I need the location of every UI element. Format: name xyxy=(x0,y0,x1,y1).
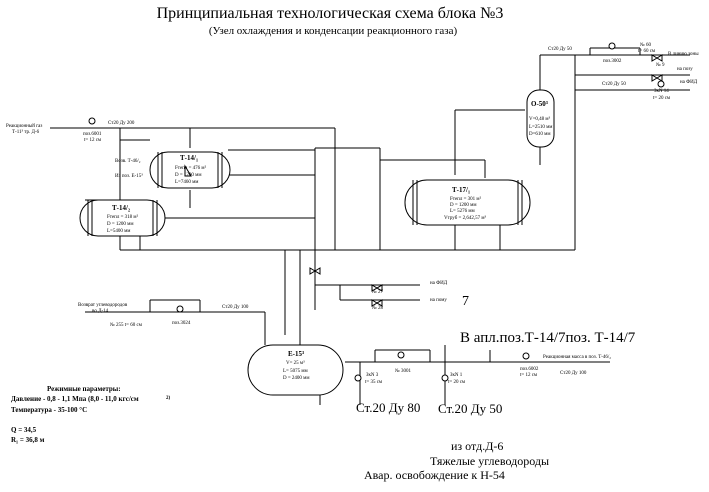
flow-instrument-6002 xyxy=(522,352,530,360)
t17-1-area: Fтепл = 301 м² xyxy=(450,196,482,202)
o50-volume: V=0,48 м³ xyxy=(529,116,551,122)
valve-symbol xyxy=(309,267,321,275)
e15-diameter: D = 2400 мм xyxy=(283,376,310,381)
regime-pressure-end: 2) xyxy=(166,396,171,401)
n3001-label: № 3001 xyxy=(395,368,412,374)
st20-du50-big-label: Ст.20 Ду 50 xyxy=(438,401,502,416)
t14-1-length: L=7460 мм xyxy=(175,180,199,185)
instruments xyxy=(88,42,665,382)
reaction-mass-label: Реакционная масса в поз. Т-46/₂ xyxy=(543,355,611,360)
separator-o50: О-50³ V=0,48 м³ L=2510 мм D=610 мм xyxy=(526,89,555,148)
from-d6-label: из отд.Д-6 xyxy=(451,439,503,453)
st20-du50-b-label: Ст20 Ду 50 xyxy=(602,82,626,87)
poz6002-label: поз.6002 xyxy=(520,367,539,372)
t20-label: t= 20 см xyxy=(653,96,671,101)
poz6001-label: поз.6001 xyxy=(83,132,102,137)
t17-1-name: Т-17/₁ xyxy=(452,186,470,194)
regime-pressure: Давление - 0,8 - 1,1 Мпа (8,0 - 11,0 кгс… xyxy=(11,395,139,403)
n255-label: № 255 t= 60 см xyxy=(110,322,143,328)
t20b-label: t= 20 см xyxy=(448,380,466,385)
t14-1-area: Fтепл = 476 м² xyxy=(175,165,207,171)
pipelines xyxy=(50,47,690,405)
regime-heading: Режимные параметры: xyxy=(47,385,121,393)
n9-label: № 9 xyxy=(656,62,665,68)
valve-zkn3 xyxy=(354,374,362,382)
to-fid-label-2: на ФИД xyxy=(430,281,448,286)
regime-parameters: Режимные параметры: Давление - 0,8 - 1,1… xyxy=(11,385,171,444)
t14-2-area: Fтепл = 318 м² xyxy=(107,214,139,220)
t14-2-name: Т-14/₂ xyxy=(112,204,130,212)
heat-exchanger-t14-1: Т-14/₁ Fтепл = 476 м² D = 1200 мм L=7460… xyxy=(149,151,231,189)
reaction-gas-source: Т-11³ тр. Д-6 xyxy=(12,129,40,135)
e15-name: Е-15³ xyxy=(288,350,304,358)
valve-symbol xyxy=(651,54,663,62)
flow-instrument-3001 xyxy=(397,351,405,359)
st20-du80-label: Ст.20 Ду 80 xyxy=(356,400,420,415)
hydrocarbon-return-label: Возврат углеводородов xyxy=(78,303,128,308)
t17-1-length: L= 5276 мм xyxy=(450,209,476,214)
o50-name: О-50³ xyxy=(531,100,548,108)
stream-labels: Реакционный газ Т-11³ тр. Д-6 поз.6001 t… xyxy=(6,42,699,482)
o50-length: L=2510 мм xyxy=(529,125,553,130)
reaction-gas-label: Реакционный газ xyxy=(6,124,42,129)
to-pozu-label: на позу xyxy=(677,67,693,72)
n28-label: № 28 xyxy=(372,305,384,311)
flow-instrument-6001 xyxy=(88,117,96,125)
to-pozu-label-2: на пому xyxy=(430,298,447,303)
diagram-title: Принципиальная технологическая схема бло… xyxy=(157,5,504,22)
emergency-release-label: Авар. освобождение к Н-54 xyxy=(364,468,505,482)
regime-q: Q = 34,5 xyxy=(11,426,37,434)
zkn1-label: ЗкN 1 xyxy=(450,373,463,378)
t12-label: t= 12 см xyxy=(84,138,102,143)
zkn14-label: ЗкN 14 xyxy=(654,89,669,94)
t14-2-diameter: D = 1200 мм xyxy=(107,222,134,227)
valve-symbol xyxy=(184,164,192,177)
t60-label: t= 60 см xyxy=(638,49,656,54)
valve-zkn1 xyxy=(441,374,449,382)
zkn3-label: ЗкN 3 xyxy=(366,373,379,378)
st20-du100-label-a: Ст20 Ду 100 xyxy=(222,305,249,310)
diagram-subtitle: (Узел охлаждения и конденсации реакционн… xyxy=(209,25,458,37)
st20-du200-label: Ст20 Ду 200 xyxy=(108,121,135,126)
e15-length: L= 5075 мм xyxy=(283,369,309,374)
n27-label: № 27 xyxy=(372,289,384,295)
t14-1-name: Т-14/₁ xyxy=(180,154,198,162)
to-fid-label: на ФИД xyxy=(680,80,698,85)
st20-du100-label-b: Ст20 Ду 100 xyxy=(560,371,587,376)
to-flare-label: В линию зоны xyxy=(668,52,699,57)
regime-r: R₁ = 36,8 м xyxy=(11,436,45,444)
regime-temperature: Температура - 35-100 °С xyxy=(11,406,87,414)
tank-e15: Е-15³ V= 25 м³ L= 5075 мм D = 2400 мм xyxy=(247,344,344,396)
st20-du50-top-label: Ст20 Ду 50 xyxy=(548,47,572,52)
t14-2-length: L=5400 мм xyxy=(107,229,131,234)
e15-volume: V= 25 м³ xyxy=(286,360,305,366)
to-t14-7-label: В апл.поз.Т-14/7поз. Т-14/7 xyxy=(460,330,636,346)
return-t46-label: Возв. Т-46/₂ xyxy=(115,159,141,164)
t17-1-volume: Vтруб = 2,642,57 м³ xyxy=(444,215,487,221)
valve-symbol xyxy=(651,74,663,82)
t12b-label: t= 12 см xyxy=(520,373,538,378)
t17-1-diameter: D = 1200 мм xyxy=(450,203,477,208)
heat-exchanger-t14-2: Т-14/₂ Fтепл = 318 м² D = 1200 мм L=5400… xyxy=(79,199,166,237)
n60-label: № 60 xyxy=(640,42,652,48)
valve-symbol xyxy=(371,284,383,292)
poz3002-label: поз.3002 xyxy=(603,59,622,64)
poz3024-label: поз.3024 xyxy=(172,321,191,326)
number-seven: 7 xyxy=(462,294,469,309)
valve-symbol xyxy=(371,299,383,307)
flow-instrument-3002 xyxy=(608,42,616,50)
valve-zkn14 xyxy=(657,80,665,88)
o50-diameter: D=610 мм xyxy=(529,132,551,137)
from-e15-label: Из поз. Е-15³ xyxy=(115,173,143,179)
flow-instrument-3024 xyxy=(176,305,184,313)
heat-exchanger-t17-1: Т-17/₁ Fтепл = 301 м² D = 1200 мм L= 527… xyxy=(404,179,531,226)
to-d14-label: во Д-14 xyxy=(92,309,109,314)
t35-label: t= 35 см xyxy=(365,380,383,385)
heavy-hydrocarbons-label: Тяжелые углеводороды xyxy=(430,454,549,468)
